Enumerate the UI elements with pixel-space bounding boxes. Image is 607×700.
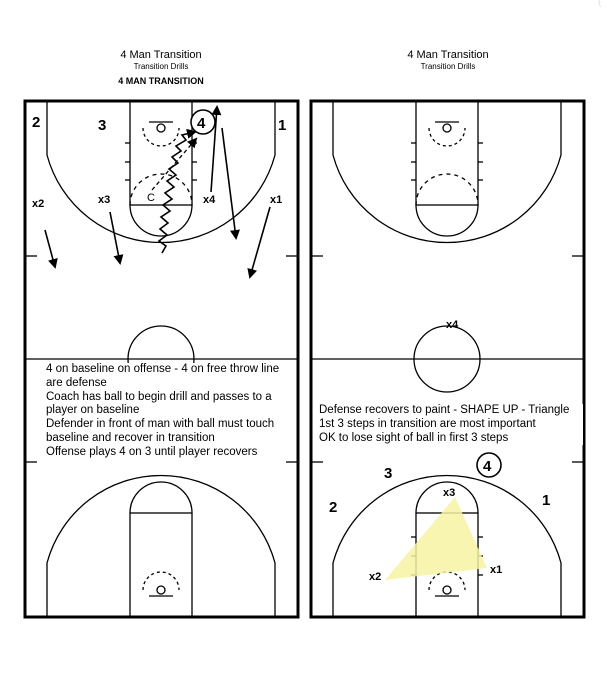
defender-x2-label: x2 xyxy=(32,198,44,210)
three-point-arc-top xyxy=(332,101,562,244)
coach-label: C xyxy=(147,192,155,204)
defender-x3-label: x3 xyxy=(443,487,455,499)
player-2-label: 2 xyxy=(32,114,40,131)
defender-x1-label: x1 xyxy=(490,564,502,576)
restricted-arc-bottom xyxy=(428,571,466,591)
dribble-path xyxy=(157,128,197,254)
cut-arrow xyxy=(221,127,240,240)
center-circle xyxy=(413,325,481,393)
player-1-label: 1 xyxy=(542,492,550,509)
defender-x3-label: x3 xyxy=(98,194,110,206)
left-diagram-header: 4 Man Transition Transition Drills 4 MAN… xyxy=(111,49,211,86)
basket-bottom xyxy=(156,585,166,595)
player-2-label: 2 xyxy=(329,499,337,516)
free-throw-circle-bottom xyxy=(129,481,193,514)
cut-arrow xyxy=(210,105,222,193)
free-throw-circle-top xyxy=(415,204,479,237)
key-lane-bottom xyxy=(129,512,193,618)
basket-bottom xyxy=(442,585,452,595)
basket-top xyxy=(156,123,166,133)
note-line: 4 on baseline on offense - 4 on free thr… xyxy=(44,363,296,391)
free-throw-circle-top-dashed xyxy=(129,173,193,206)
right-diagram-header: 4 Man Transition Transition Drills xyxy=(398,49,498,71)
left-title: 4 Man Transition xyxy=(120,49,202,61)
note-line: Defender in front of man with ball must … xyxy=(44,418,296,446)
free-throw-circle-top xyxy=(129,204,193,237)
restricted-arc-top xyxy=(142,127,180,147)
note-line: 1st 3 steps in transition are most impor… xyxy=(317,417,583,432)
recover-arrow xyxy=(247,206,271,279)
note-line: Defense recovers to paint - SHAPE UP - T… xyxy=(317,404,583,418)
player-4-circle xyxy=(476,452,502,478)
player-4-label: 4 xyxy=(197,115,206,132)
defender-x2-label: x2 xyxy=(369,571,381,583)
key-lane-top xyxy=(129,100,193,206)
restricted-arc-top xyxy=(428,127,466,147)
recover-arrow xyxy=(44,229,58,269)
player-3-label: 3 xyxy=(98,117,106,134)
key-lane-top xyxy=(415,100,479,206)
player-3-label: 3 xyxy=(384,465,392,482)
pass-path xyxy=(151,137,198,191)
left-heading: 4 MAN TRANSITION xyxy=(118,75,204,86)
free-throw-circle-bottom xyxy=(415,481,479,514)
note-line: Coach has ball to begin drill and passes… xyxy=(44,390,296,419)
defender-x1-label: x1 xyxy=(270,194,282,206)
left-drill-notes: 4 on baseline on offense - 4 on free thr… xyxy=(44,363,296,460)
player-1-label: 1 xyxy=(278,117,286,134)
defense-triangle xyxy=(385,497,487,580)
player-4-circle xyxy=(190,109,216,135)
basket-top xyxy=(442,123,452,133)
restricted-arc-bottom xyxy=(142,571,180,591)
right-subtitle: Transition Drills xyxy=(420,61,476,71)
right-title: 4 Man Transition xyxy=(407,49,489,61)
defender-x4-label: x4 xyxy=(446,319,459,331)
defender-x4-label: x4 xyxy=(203,194,216,206)
three-point-arc-bottom xyxy=(332,474,562,617)
page-corner-mark: ( xyxy=(598,0,602,8)
player-4-label: 4 xyxy=(483,458,492,475)
left-subtitle: Transition Drills xyxy=(133,61,189,71)
free-throw-circle-top-dashed xyxy=(415,173,479,206)
right-drill-notes: Defense recovers to paint - SHAPE UP - T… xyxy=(317,404,583,446)
recover-arrow xyxy=(109,211,124,265)
note-line: Offense plays 4 on 3 until player recove… xyxy=(44,445,296,460)
three-point-arc-bottom xyxy=(46,474,276,617)
note-line: OK to lose sight of ball in first 3 step… xyxy=(317,431,583,446)
